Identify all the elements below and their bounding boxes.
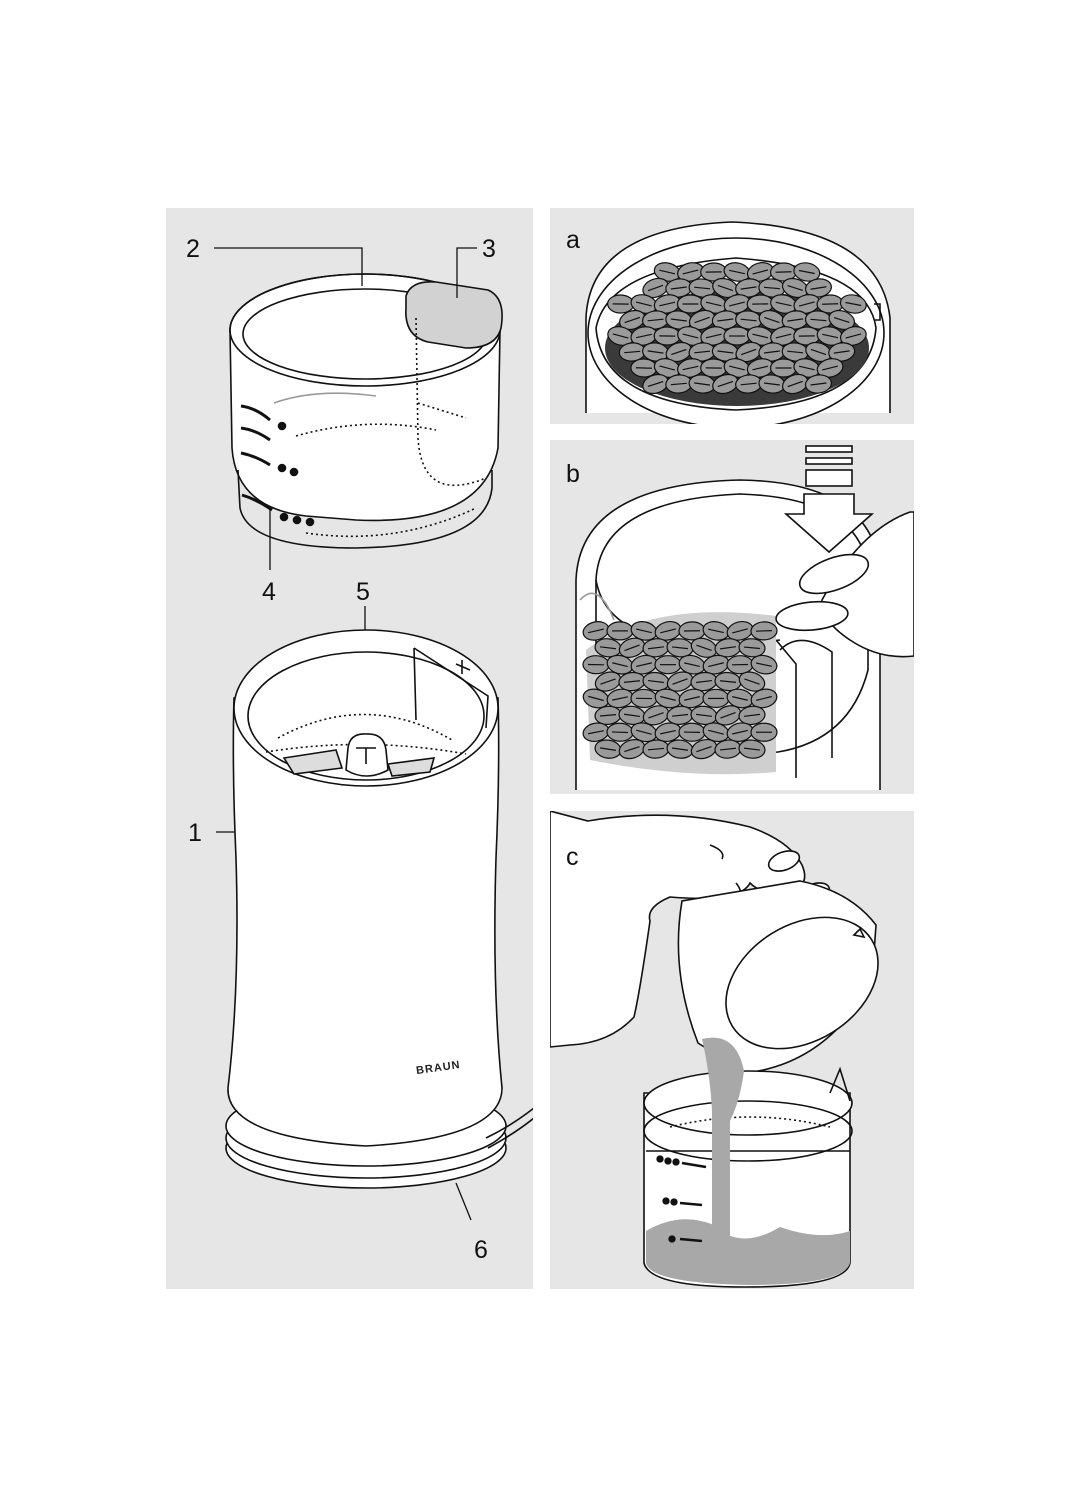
coffee-bean (839, 294, 867, 314)
coffee-bean (642, 277, 669, 299)
coffee-bean (769, 358, 798, 378)
coffee-bean (723, 326, 751, 346)
coffee-bean (618, 739, 646, 760)
coffee-bean (642, 739, 670, 759)
coffee-bean (653, 326, 681, 346)
coffee-bean (688, 342, 716, 362)
coffee-bean (723, 358, 751, 378)
step-a-panel: a (550, 208, 914, 424)
coffee-bean (769, 262, 798, 282)
callout-2: 2 (186, 235, 200, 263)
press-arrow-icon (783, 445, 875, 554)
callout-6: 6 (474, 1236, 488, 1264)
hand-b (775, 511, 914, 658)
coffee-bean (804, 374, 833, 394)
coffee-bean (678, 722, 706, 742)
coffee-bean (702, 688, 730, 709)
cup-marks (656, 1155, 707, 1243)
coffee-bean (839, 326, 867, 346)
coffee-bean (666, 671, 694, 692)
coffee-bean (619, 309, 646, 331)
filling-lid-illustration (575, 445, 914, 790)
coffee-bean (805, 341, 832, 363)
coffee-bean (630, 294, 658, 314)
parts-illustration (214, 247, 533, 1221)
coffee-bean (654, 655, 682, 675)
coffee-bean (582, 621, 610, 641)
step-b-panel: b (550, 440, 914, 794)
coffee-bean (607, 294, 635, 314)
callout-5: 5 (356, 578, 370, 606)
tilted-lid (677, 880, 879, 1074)
coffee-bean (738, 739, 766, 759)
body-drawing (225, 629, 533, 1189)
coffee-bean (665, 341, 693, 363)
coffee-bean (711, 310, 739, 330)
coffee-bean (793, 262, 821, 282)
parts-panel: 2 3 4 5 1 6 BRAUN (166, 208, 533, 1289)
coffee-bean (642, 342, 670, 362)
coffee-bean (726, 620, 754, 641)
coffee-bean (690, 705, 718, 726)
coffee-bean (726, 655, 754, 675)
coffee-bean (735, 310, 763, 330)
callout-4: 4 (262, 578, 276, 606)
pouring-illustration (550, 811, 879, 1288)
coffee-bean (676, 294, 705, 314)
coffee-bean (594, 671, 622, 692)
coffee-bean (714, 705, 742, 726)
coffee-bean (630, 688, 658, 709)
step-a-letter: a (566, 226, 580, 254)
coffee-bean (723, 294, 751, 314)
coffee-bean (711, 342, 739, 362)
bean-heap-b (582, 612, 778, 775)
coffee-bean (642, 638, 670, 658)
coffee-bean (582, 655, 610, 675)
coffee-bean (618, 637, 646, 658)
coffee-bean (641, 310, 670, 330)
coffee-bean (665, 374, 693, 394)
coffee-bean (630, 358, 658, 378)
coffee-bean (738, 671, 766, 692)
coffee-bean (690, 671, 718, 692)
lid-drawing (229, 273, 503, 549)
coffee-bean (828, 342, 856, 362)
ground-coffee-stream (646, 1037, 850, 1285)
coffee-bean (804, 278, 832, 298)
coffee-bean (700, 358, 728, 378)
step-b-letter: b (566, 460, 580, 488)
coffee-bean (758, 309, 786, 331)
coffee-bean (750, 621, 778, 641)
coffee-bean (750, 688, 778, 709)
coffee-bean (618, 342, 646, 362)
coffee-bean (630, 654, 658, 675)
coffee-bean (738, 705, 766, 726)
coffee-bean (606, 621, 634, 641)
coffee-bean (678, 621, 706, 641)
callout-3: 3 (482, 235, 496, 263)
coffee-bean (690, 637, 718, 658)
coffee-bean (594, 638, 622, 658)
coffee-bean (750, 722, 778, 742)
beans-in-grinder-illustration (585, 221, 891, 424)
step-c-panel: c (550, 811, 914, 1289)
coffee-bean (606, 722, 634, 742)
coffee-bean (642, 373, 669, 395)
callout-1: 1 (188, 819, 202, 847)
coffee-bean (582, 722, 610, 742)
coffee-bean (666, 638, 694, 658)
step-c-letter: c (566, 843, 579, 871)
coffee-bean (750, 654, 778, 675)
coffee-bean (688, 278, 716, 298)
coffee-bean (828, 309, 855, 331)
beans-a (607, 262, 867, 395)
coffee-bean (738, 638, 766, 658)
